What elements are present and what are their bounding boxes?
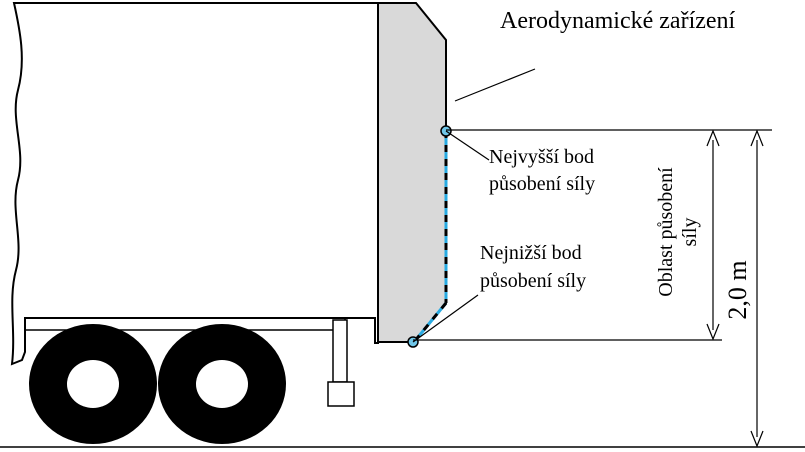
lowest-point-leader bbox=[412, 294, 479, 343]
support-leg bbox=[332, 319, 348, 383]
highest-point-label-line1: Nejvyšší bod bbox=[489, 146, 594, 168]
force-line-lower-dash bbox=[412, 302, 448, 343]
height-dimension bbox=[750, 129, 764, 448]
rear-wheel-2 bbox=[158, 324, 286, 444]
force-area-label-line2: síly bbox=[679, 218, 701, 247]
force-area-dimension bbox=[706, 129, 720, 341]
aero-device-label: Aerodynamické zařízení bbox=[500, 8, 736, 34]
highest-point-leader bbox=[445, 130, 490, 161]
rear-wheel-1 bbox=[29, 324, 157, 444]
height-dimension-label: 2,0 m bbox=[723, 260, 752, 319]
lowest-point-label-line1: Nejnižší bod bbox=[480, 242, 582, 264]
support-foot bbox=[327, 381, 355, 407]
force-area-label-line1: Oblast působení bbox=[655, 167, 677, 297]
lowest-point-label-line2: působení síly bbox=[480, 270, 586, 292]
aero-device-panel bbox=[377, 1, 447, 343]
trailer-body bbox=[10, 2, 379, 366]
aero-device-leader bbox=[454, 68, 536, 102]
highest-point-label-line2: působení síly bbox=[489, 173, 595, 195]
